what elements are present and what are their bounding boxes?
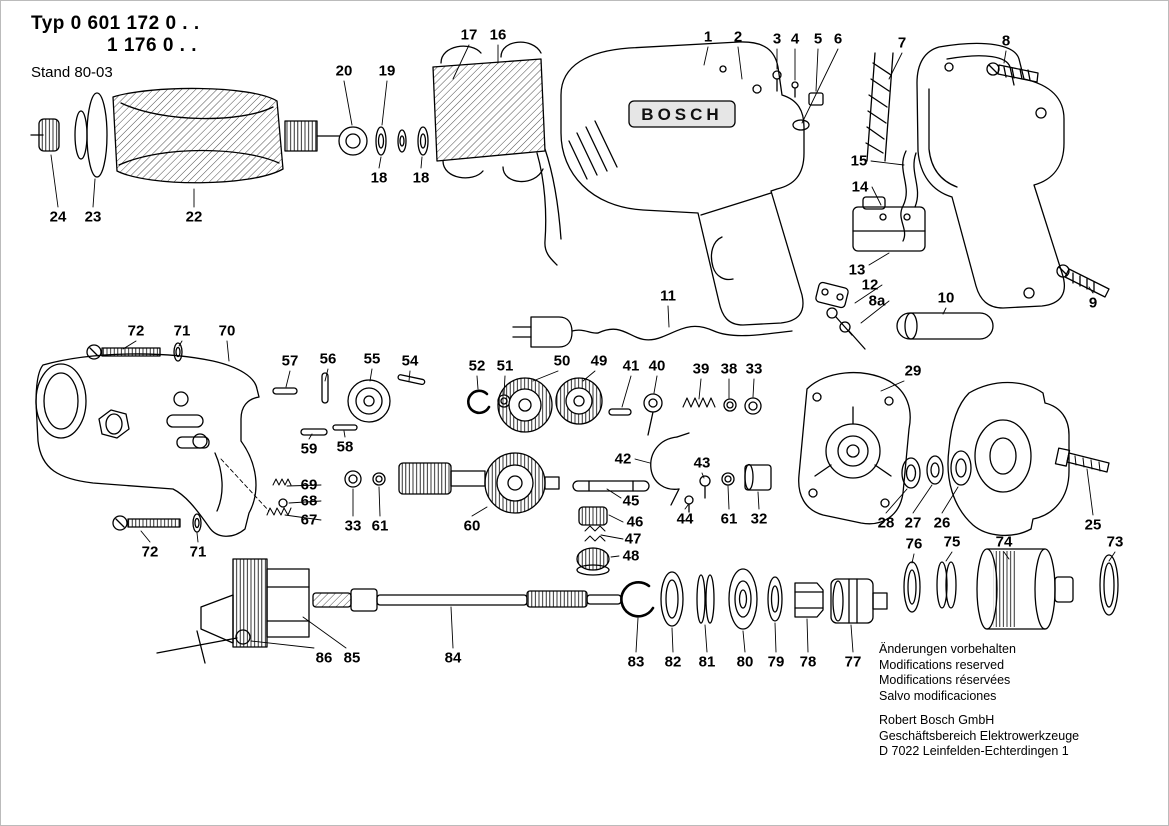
twist-drill-illustration	[865, 52, 894, 162]
note-line: Modifications reserved	[879, 657, 1005, 672]
type-value-1: 0 601 172 0 . .	[70, 13, 200, 34]
company-line: Robert Bosch GmbH	[879, 713, 995, 727]
spindle-illustration	[312, 588, 622, 612]
rings-and-gears-illustration	[467, 377, 603, 433]
speed-knob-illustration	[576, 506, 610, 576]
chuck-illustration	[156, 558, 310, 664]
selector-parts-illustration	[608, 393, 762, 436]
detent-parts-illustration	[266, 478, 292, 516]
footer-block: Änderungen vorbehalten Modifications res…	[879, 642, 1079, 760]
company-line: D 7022 Leinfelden-Echterdingen 1	[879, 744, 1069, 758]
title-block: Typ 0 601 172 0 . . 1 176 0 . . Stand 80…	[31, 13, 200, 81]
type-number-line1: Typ 0 601 172 0 . .	[31, 13, 200, 35]
revision-date: Stand 80-03	[31, 64, 113, 81]
note-line: Salvo modificaciones	[879, 688, 997, 703]
motor-housing-illustration: BOSCH	[560, 41, 805, 326]
pins-and-disc-illustration	[272, 372, 426, 436]
note-line: Modifications réservées	[879, 673, 1011, 687]
leader-lines	[50, 44, 1116, 653]
field-coil-illustration	[432, 41, 562, 266]
screws-12-8a-illustration	[815, 281, 866, 350]
armature-illustration	[30, 87, 340, 184]
clutch-parts-illustration	[903, 548, 1119, 630]
screw-8-illustration	[986, 62, 1039, 83]
type-number-line2: 1 176 0 . .	[107, 35, 198, 56]
screw-9-illustration	[1056, 264, 1110, 298]
modification-notes: Änderungen vorbehalten Modifications res…	[879, 642, 1079, 704]
note-line: Änderungen vorbehalten	[879, 642, 1016, 656]
bearing-stack-illustration	[620, 568, 888, 630]
company-line: Geschäftsbereich Elektrowerkzeuge	[879, 728, 1080, 743]
handle-shell-illustration	[916, 42, 1066, 309]
tube-10-illustration	[896, 312, 994, 340]
gear-cover-illustration	[798, 371, 972, 525]
type-label: Typ	[31, 13, 65, 34]
gear-housing-illustration	[35, 342, 270, 537]
intermediate-shaft-illustration	[344, 452, 560, 514]
power-cord-illustration	[512, 316, 793, 348]
clutch-housing-illustration	[947, 381, 1110, 537]
brand-logo-text: BOSCH	[641, 105, 722, 124]
shift-fork-illustration	[572, 432, 772, 513]
small-fasteners-illustration	[772, 70, 824, 131]
switch-and-wires-illustration	[852, 150, 926, 252]
bearing-and-washers-illustration	[338, 126, 429, 156]
company-address: Robert Bosch GmbH Geschäftsbereich Elekt…	[879, 713, 1079, 760]
